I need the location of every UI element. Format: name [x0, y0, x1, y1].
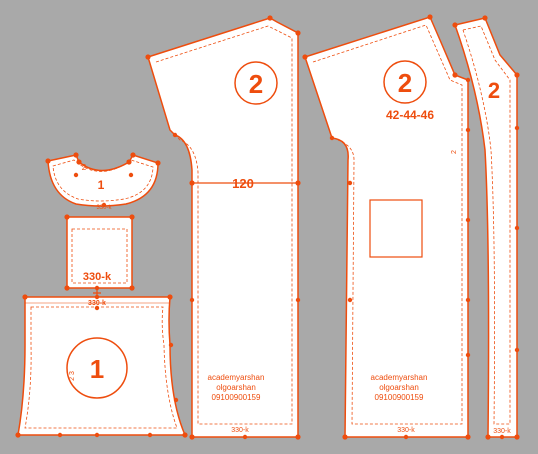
- collar-number: 1: [98, 178, 105, 192]
- collar-seam-small-label: 2: [82, 163, 87, 172]
- sleeve-outline: [454, 17, 518, 438]
- panel-number: 2: [398, 68, 412, 98]
- front-panel-piece: 2 42-44-46 2 330-k academyarshan olgoars…: [302, 14, 471, 440]
- back-number-circle: [234, 61, 278, 105]
- sleeve-seam-line: [462, 25, 511, 425]
- back-code: 330-k: [231, 427, 249, 434]
- pocket-dots: [64, 214, 135, 291]
- collar-seam-line: [52, 159, 154, 202]
- front-code: 330-k: [88, 300, 106, 307]
- pocket-placement: [369, 199, 423, 258]
- pocket-piece: 330-k: [64, 214, 135, 300]
- panel-number-circle: [383, 60, 427, 104]
- back-dots: [145, 15, 301, 440]
- pocket-code: 330-k: [83, 271, 112, 283]
- sleeve-piece: 2 330-k: [452, 15, 520, 440]
- collar-code: 330-k: [96, 205, 112, 211]
- panel-sizes: 42-44-46: [386, 108, 434, 122]
- front-dots: [15, 294, 188, 438]
- back-piece: 2 120 330-k academyarshan olgoarshan 091…: [145, 15, 301, 440]
- collar-dots: [45, 152, 161, 208]
- front-number: 1: [90, 354, 104, 384]
- sleeve-number: 2: [488, 78, 500, 103]
- front-outline: [17, 296, 187, 436]
- panel-dots: [302, 14, 471, 440]
- front-number-circle: [66, 337, 128, 399]
- back-watermark-phone: 09100900159: [212, 393, 261, 402]
- sleeve-code: 330-k: [493, 428, 511, 435]
- collar-piece: 1 2 330-k: [45, 152, 161, 211]
- collar-outline: [47, 154, 159, 207]
- panel-watermark-phone: 09100900159: [375, 393, 424, 402]
- back-number: 2: [249, 69, 263, 99]
- panel-seam-line: [312, 24, 463, 425]
- back-watermark-site: academyarshan: [208, 373, 265, 382]
- front-side-marks: 2 3: [69, 371, 76, 381]
- pocket-seam-line: [71, 228, 128, 284]
- back-seam-line: [155, 25, 293, 425]
- sleeve-dots: [452, 15, 520, 440]
- front-seam-line: [24, 306, 178, 429]
- panel-watermark-site: academyarshan: [371, 373, 428, 382]
- panel-watermark-name: olgoarshan: [379, 383, 419, 392]
- back-watermark-name: olgoarshan: [216, 383, 256, 392]
- back-measure: 120: [232, 176, 254, 191]
- front-piece: 1 2 3 330-k: [15, 294, 188, 438]
- panel-side-mark: 2: [451, 150, 458, 154]
- panel-code: 330-k: [397, 427, 415, 434]
